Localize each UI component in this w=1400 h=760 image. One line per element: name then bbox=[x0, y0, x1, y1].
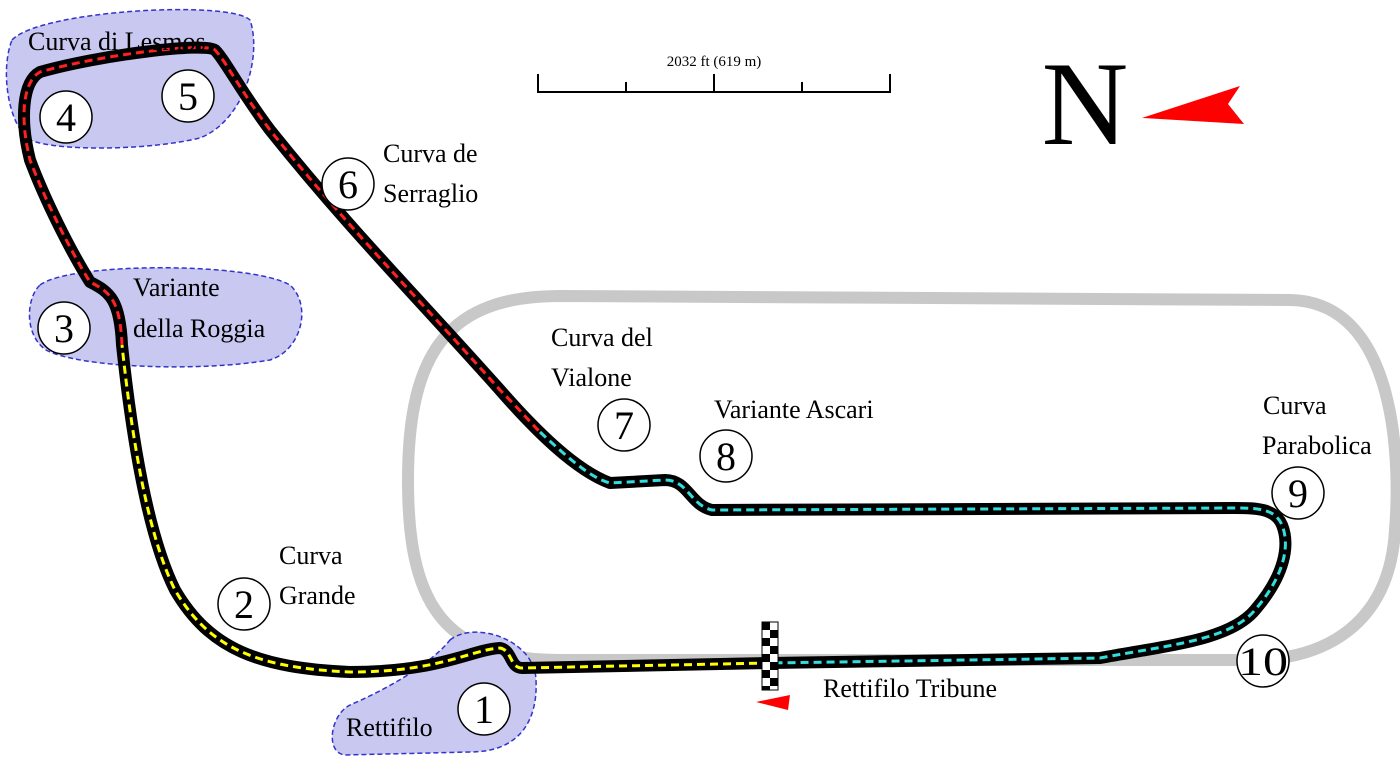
turn-marker-8: 8 bbox=[699, 429, 753, 483]
label-rettifilo-tribune: Rettifilo Tribune bbox=[823, 674, 997, 703]
label-vialone-line2: Vialone bbox=[551, 363, 632, 392]
label-curva-lesmos: Curva di Lesmos bbox=[28, 27, 206, 56]
north-letter: N bbox=[1042, 37, 1129, 170]
direction-arrow-icon bbox=[756, 695, 790, 710]
turn-marker-6: 6 bbox=[321, 157, 375, 211]
turn-number: 7 bbox=[614, 403, 634, 448]
scale-bar: 2032 ft (619 m) bbox=[537, 54, 891, 93]
label-roggia-line1: Variante bbox=[133, 273, 220, 302]
label-curva-grande-line1: Curva bbox=[279, 541, 343, 570]
label-curva-grande-line2: Grande bbox=[279, 581, 356, 610]
turn-marker-1: 1 bbox=[457, 682, 511, 736]
label-parabolica-line1: Curva bbox=[1263, 391, 1327, 420]
turn-number: 9 bbox=[1288, 471, 1308, 516]
turn-number: 5 bbox=[178, 74, 198, 119]
track-outline bbox=[18, 41, 1292, 678]
turn-number: 6 bbox=[338, 162, 358, 207]
turn-marker-4: 4 bbox=[39, 90, 93, 144]
turn-marker-7: 7 bbox=[597, 398, 651, 452]
label-serraglio-line1: Curva de bbox=[383, 139, 478, 168]
turn-number: 1 bbox=[474, 687, 494, 732]
label-variante-ascari: Variante Ascari bbox=[714, 395, 874, 424]
scale-bar-label: 2032 ft (619 m) bbox=[667, 54, 762, 70]
turn-marker-3: 3 bbox=[37, 301, 91, 355]
label-parabolica-line2: Parabolica bbox=[1262, 431, 1372, 460]
turn-number: 2 bbox=[234, 582, 254, 627]
label-vialone-line1: Curva del bbox=[551, 323, 653, 352]
label-roggia-line2: della Roggia bbox=[133, 314, 266, 343]
label-serraglio-line2: Serraglio bbox=[383, 179, 478, 208]
turn-marker-10: 10 bbox=[1236, 634, 1290, 688]
turn-number: 8 bbox=[716, 434, 736, 479]
sector-3-cyan bbox=[538, 430, 1287, 665]
turn-number: 4 bbox=[56, 95, 76, 140]
turn-marker-9: 9 bbox=[1271, 466, 1325, 520]
sector-1-yellow bbox=[120, 344, 771, 674]
north-arrow-icon bbox=[1142, 86, 1244, 124]
turn-marker-2: 2 bbox=[217, 577, 271, 631]
start-finish-flag bbox=[761, 621, 779, 691]
label-rettifilo: Rettifilo bbox=[346, 713, 433, 742]
turn-number: 10 bbox=[1238, 639, 1288, 684]
sector-2-red bbox=[22, 46, 542, 434]
turn-marker-5: 5 bbox=[161, 69, 215, 123]
turn-number: 3 bbox=[54, 306, 74, 351]
